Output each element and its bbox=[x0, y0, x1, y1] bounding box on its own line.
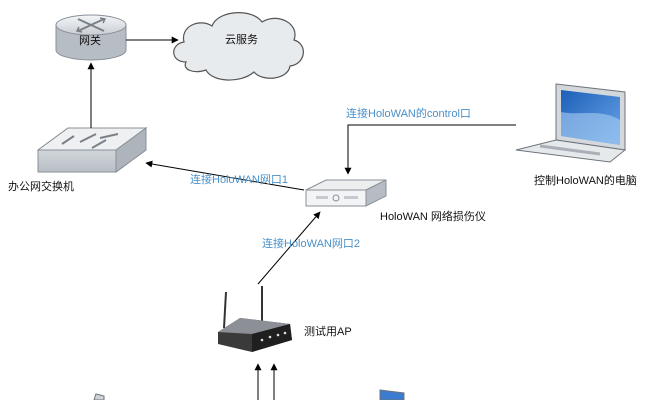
edge-label-port2: 连接HoloWAN网口2 bbox=[262, 238, 360, 250]
holowan-device-icon bbox=[305, 179, 387, 207]
edge-laptop-to-holowan bbox=[344, 124, 516, 175]
test-ap-label: 测试用AP bbox=[304, 326, 352, 338]
office-switch-label: 办公网交换机 bbox=[8, 181, 74, 193]
bottom-right-laptop-icon bbox=[379, 389, 405, 400]
edge-label-port1: 连接HoloWAN网口1 bbox=[190, 174, 288, 186]
bottom-left-device-icon bbox=[93, 393, 105, 400]
holowan-label: HoloWAN 网络损伤仪 bbox=[380, 211, 486, 223]
edge-holowan-to-switch bbox=[145, 160, 305, 191]
test-ap-icon bbox=[218, 286, 292, 352]
edge-ap-to-holowan bbox=[257, 211, 321, 285]
gateway-label: 网关 bbox=[79, 35, 101, 47]
edge-label-control-port: 连接HoloWAN的control口 bbox=[346, 108, 471, 120]
control-pc-label: 控制HoloWAN的电脑 bbox=[534, 175, 637, 187]
cloud-label: 云服务 bbox=[225, 34, 258, 46]
gateway-icon bbox=[55, 14, 127, 61]
office-switch-icon bbox=[36, 127, 148, 173]
cloud-icon bbox=[173, 12, 304, 81]
control-laptop-icon bbox=[515, 83, 627, 163]
